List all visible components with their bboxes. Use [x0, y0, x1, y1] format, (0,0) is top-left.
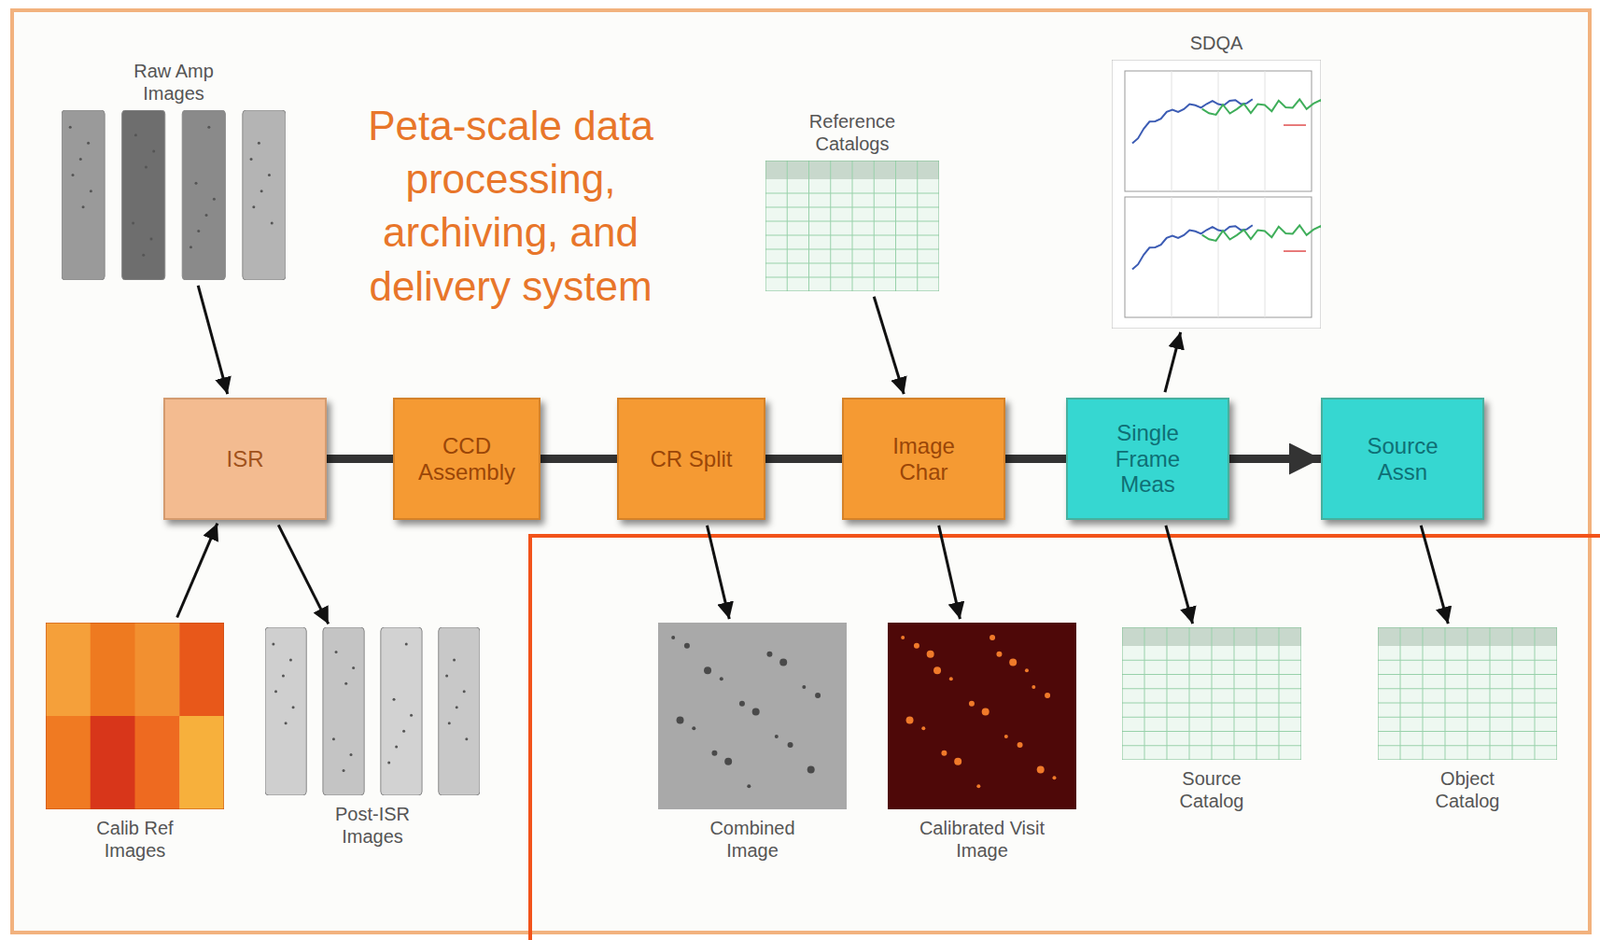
- flow-arrow: [1165, 525, 1193, 624]
- thumbnail: [1122, 627, 1302, 760]
- data-product: Combined Image: [658, 622, 847, 810]
- thumbnail: [658, 622, 847, 810]
- thumbnail: [1377, 627, 1558, 760]
- process-box: Single Frame Meas: [1066, 397, 1230, 520]
- thumbnail: [765, 160, 940, 292]
- process-label: Image Char: [874, 433, 974, 485]
- data-product: Calib Ref Images: [45, 622, 225, 810]
- process-box: Image Char: [842, 397, 1006, 520]
- process-box: ISR: [163, 397, 327, 520]
- process-label: Single Frame Meas: [1098, 420, 1198, 498]
- flow-arrow: [939, 525, 961, 619]
- process-label: ISR: [196, 446, 295, 473]
- flow-arrow: [706, 525, 730, 619]
- product-caption: Calibrated Visit Image: [912, 816, 1053, 862]
- process-box: CCD Assembly: [392, 397, 541, 520]
- product-caption: Source Catalog: [1150, 767, 1273, 813]
- pipeline-backbone: [765, 454, 843, 464]
- pipeline-backbone: [540, 454, 618, 464]
- data-product: Reference Catalogs: [765, 160, 940, 292]
- outer-frame: [12, 10, 1590, 933]
- flow-arrow: [1164, 332, 1181, 393]
- flow-arrow: [873, 296, 904, 394]
- data-product: Object Catalog: [1377, 627, 1558, 760]
- process-box: Source Assn: [1320, 397, 1485, 520]
- flow-arrow: [1420, 525, 1448, 624]
- product-caption: Raw Amp Images: [112, 59, 235, 105]
- flow-arrow: [177, 523, 218, 618]
- product-caption: Reference Catalogs: [786, 110, 918, 155]
- thumbnail: [265, 627, 480, 796]
- data-product: SDQA: [1111, 59, 1321, 329]
- thumbnail: [61, 110, 286, 281]
- product-caption: Combined Image: [682, 816, 823, 862]
- pipeline-backbone: [326, 454, 393, 464]
- process-label: CCD Assembly: [417, 433, 517, 485]
- thumbnail: [45, 622, 225, 810]
- product-caption: Calib Ref Images: [74, 816, 197, 862]
- process-box: CR Split: [617, 397, 766, 520]
- data-product: Post-ISR Images: [265, 627, 480, 796]
- product-caption: Post-ISR Images: [311, 802, 434, 848]
- thumbnail: [1111, 59, 1321, 329]
- product-caption: Object Catalog: [1406, 767, 1529, 813]
- data-product: Calibrated Visit Image: [887, 622, 1077, 810]
- process-label: CR Split: [642, 446, 742, 473]
- data-product: Source Catalog: [1122, 627, 1302, 760]
- data-product: Raw Amp Images: [61, 110, 286, 281]
- flow-arrow: [278, 524, 329, 624]
- process-label: Source Assn: [1353, 433, 1453, 485]
- pipeline-backbone: [1229, 454, 1321, 464]
- flow-arrow: [197, 285, 228, 394]
- title-note: Peta-scale data processing, archiving, a…: [333, 98, 688, 313]
- pipeline-backbone: [1005, 454, 1067, 464]
- thumbnail: [887, 622, 1077, 810]
- product-caption: SDQA: [1169, 31, 1264, 55]
